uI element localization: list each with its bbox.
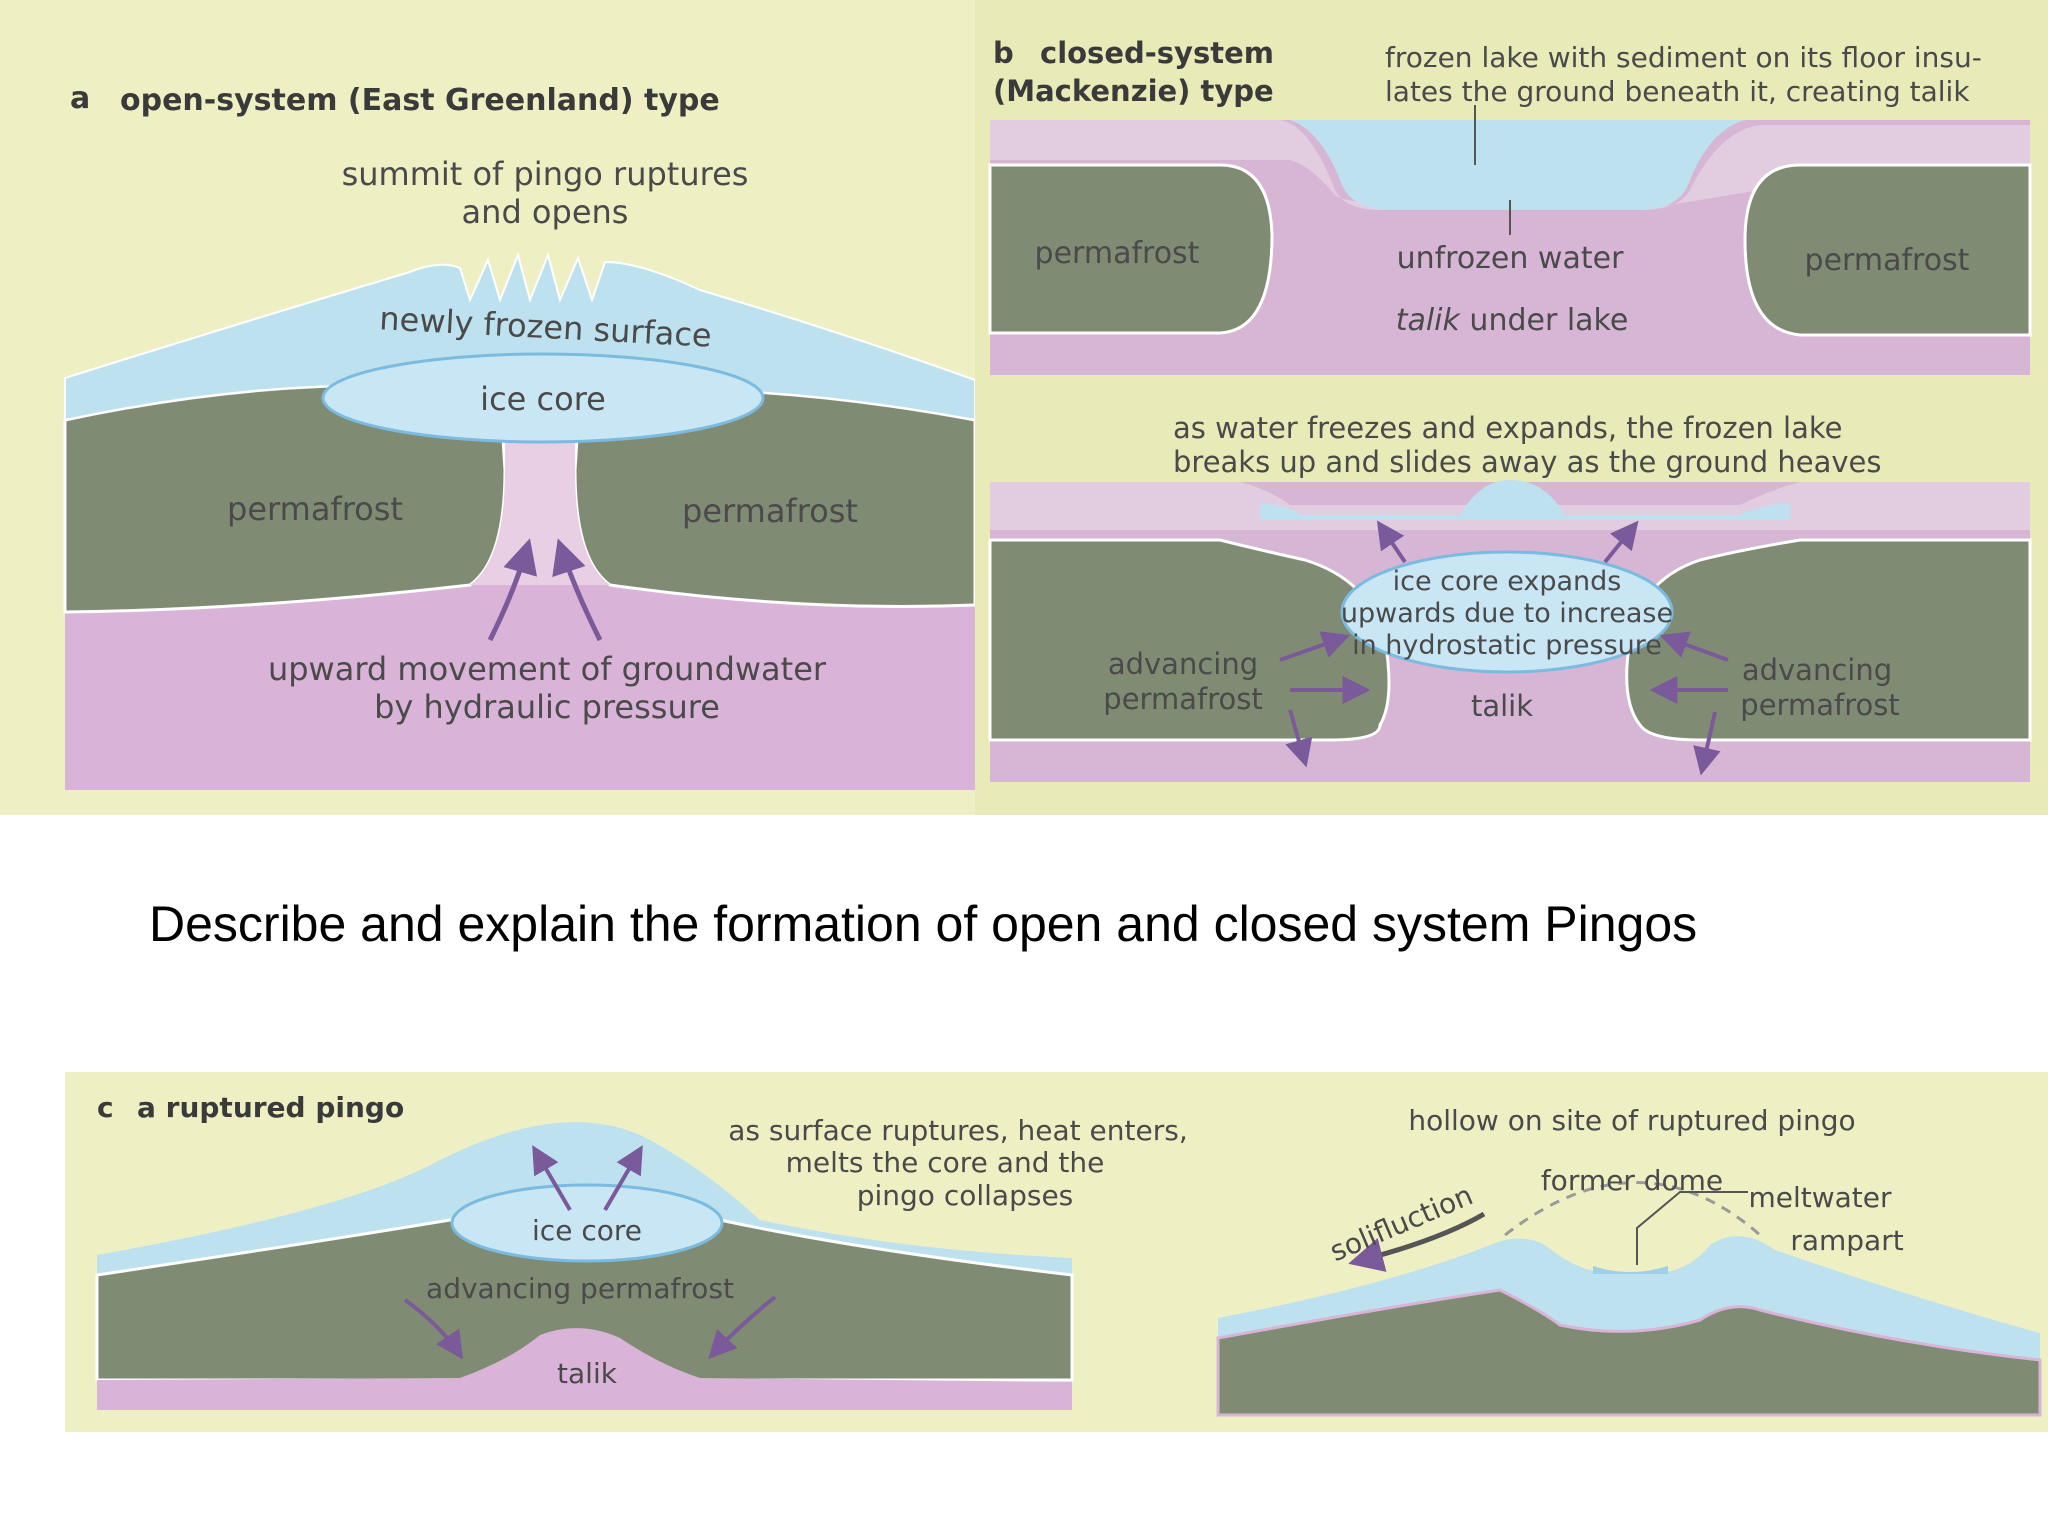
panel-b-downward-arrow [1285,709,1313,768]
panel-a: a open-system (East Greenland) type summ… [0,0,977,815]
panel-b-frozen-lake [1290,120,1745,210]
panel-a-groundwater-arrow [487,538,538,642]
panel-c-ice-core [450,1183,724,1263]
panel-c-talik-label: talik [557,1357,618,1390]
panel-b-permafrost-left-label: permafrost [1035,236,1200,271]
panel-a-letter: a [70,81,90,116]
panel-a-ice-core [321,352,765,444]
panel-b-top-surface [990,120,2030,210]
panel-a-rupture-label: summit of pingo ruptures [342,155,749,193]
panel-c-talik [97,1328,1072,1410]
panel-b-title: closed-system [1040,36,1274,70]
panel-a-groundwater-label: by hydraulic pressure [374,688,720,726]
panel-c-heat-arrow [532,1145,572,1212]
panel-b-advance-arrow [1279,631,1351,662]
panel-c-rampart-label: rampart [1790,1224,1903,1257]
panel-b-downward-arrow [1693,711,1721,776]
panel-a-groundwater-label: upward movement of groundwater [268,650,827,688]
panel-b-talik-under-lake: talik under lake [1396,303,1629,338]
panel-a-ice-core-label: ice core [480,380,606,418]
panel-b-title: (Mackenzie) type [993,74,1274,108]
panel-b-permafrost-right-label: permafrost [1805,243,1970,278]
panel-c: c a ruptured pingo as surface ruptures, … [65,1072,2048,1432]
panel-c-advancing-permafrost-label: advancing permafrost [426,1272,734,1305]
panel-b-under-lake: under lake [1460,303,1628,338]
panel-c-heat-arrow [603,1145,643,1212]
panel-c-rupture-label: as surface ruptures, heat enters, [728,1114,1187,1147]
panel-b-expansion-arrow [1376,520,1407,564]
panel-b-lake-label: frozen lake with sediment on its floor i… [1385,41,1982,74]
panel-a-permafrost-right-label: permafrost [682,492,858,530]
panel-b-top-permafrost-right [1743,163,2032,337]
panel-b-ice-core [1340,550,1674,674]
panel-c-former-dome-outline [1504,1181,1761,1237]
panel-b-unfrozen-water-label: unfrozen water [1397,241,1625,276]
panel-c-hollow-label: hollow on site of ruptured pingo [1408,1104,1855,1137]
panel-b-advancing-right: permafrost [1740,688,1899,722]
panel-c-meltwater-label: meltwater [1748,1181,1892,1214]
panel-b-top-permafrost-left [988,163,1274,335]
panel-c-title: a ruptured pingo [137,1091,404,1124]
panel-b-advancing-left: permafrost [1103,682,1262,716]
panel-c-meltwater-pointer [1636,1191,1748,1265]
panel-c-advance-arrow [403,1298,464,1360]
panel-b-lake-label: lates the ground beneath it, creating ta… [1385,75,1970,108]
panel-b-expansion-arrow [1603,520,1639,564]
panel-a-groundwater-arrow [552,538,603,642]
panel-c-former-dome-label: former dome [1541,1164,1723,1197]
panel-b-ice-core-label: upwards due to increase [1341,598,1673,629]
panel-c-rupture-label: pingo collapses [857,1179,1074,1212]
panel-b-freeze-label: breaks up and slides away as the ground … [1173,445,1882,479]
panel-b-advance-arrow [1659,631,1729,662]
panel-b-talik-italic: talik [1396,303,1462,338]
panel-a-permafrost-left-label: permafrost [227,490,403,528]
panel-b-talik-label: talik [1471,689,1533,723]
panel-a-title: open-system (East Greenland) type [120,83,720,118]
panel-c-rupture-label: melts the core and the [786,1146,1105,1179]
panel-a-rupture-label: and opens [462,193,629,231]
panel-b-ice-core-label: in hydrostatic pressure [1352,630,1662,661]
panel-c-letter: c [97,1091,114,1124]
panel-b-lake-fragments [1260,480,1790,520]
panel-b-ice-core-label: ice core expands [1393,566,1622,597]
panel-b-letter: b [993,36,1014,70]
panel-c-meltwater-pool [1593,1266,1668,1274]
panel-c-solifluction-arrow [1348,1211,1486,1272]
panel-c-ice-core-label: ice core [532,1214,642,1247]
panel-b-advancing-right: advancing [1742,653,1892,687]
panel-b-advancing-left: advancing [1108,647,1258,681]
question-text: Describe and explain the formation of op… [149,896,1698,952]
panel-c-advance-arrow [708,1295,777,1360]
panel-c-hollow-permafrost [1216,1288,2042,1417]
panel-b: b closed-system (Mackenzie) type frozen … [975,0,2048,815]
panel-b-freeze-label: as water freezes and expands, the frozen… [1173,411,1842,445]
